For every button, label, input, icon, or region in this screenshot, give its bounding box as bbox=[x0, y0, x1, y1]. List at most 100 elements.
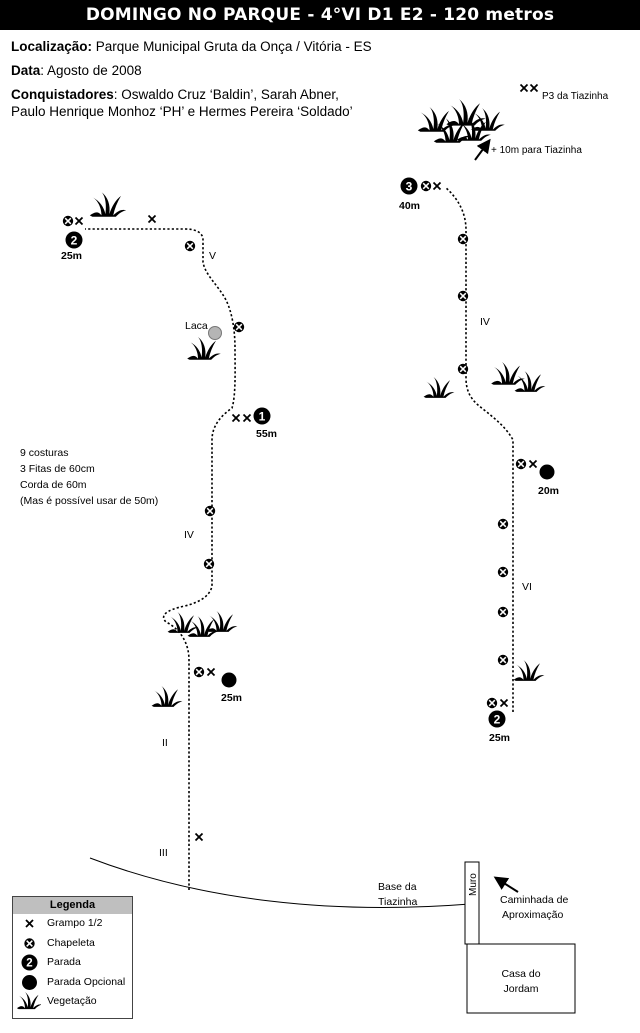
legend-item: Vegetação bbox=[13, 992, 132, 1012]
legend-item: Parada Opcional bbox=[13, 973, 132, 993]
svg-text:2: 2 bbox=[494, 713, 501, 727]
vegetation-group bbox=[89, 99, 546, 707]
bolt-x-icon bbox=[74, 216, 84, 226]
bolt-x-icon bbox=[147, 214, 157, 224]
location-line: Localização: Parque Municipal Gruta da O… bbox=[11, 38, 372, 56]
house-label: Casa do bbox=[501, 968, 540, 980]
chapeleta-icon bbox=[233, 321, 245, 333]
chapeleta-icon bbox=[457, 290, 469, 302]
page-title: DOMINGO NO PARQUE - 4°VI D1 E2 - 120 met… bbox=[0, 0, 640, 30]
approach-label: Caminhada de bbox=[500, 894, 568, 906]
legend-item: 2 Parada bbox=[13, 953, 132, 973]
authors-value: : Oswaldo Cruz ‘Baldin’, Sarah Abner, bbox=[113, 87, 339, 102]
grade-label: V bbox=[209, 250, 216, 262]
vegetation-icon bbox=[89, 192, 127, 217]
approach-arrow bbox=[493, 876, 519, 893]
belay-length: 55m bbox=[256, 428, 277, 440]
date-line: Data: Agosto de 2008 bbox=[11, 62, 142, 80]
chapeleta-icon bbox=[515, 458, 527, 470]
belay-length: 20m bbox=[538, 485, 559, 497]
belay-stop: 2 bbox=[65, 231, 83, 249]
base-label: Tiazinha bbox=[378, 896, 417, 908]
date-value: : Agosto de 2008 bbox=[40, 63, 142, 78]
bolt-x-icon bbox=[25, 919, 34, 928]
gear-note: 9 costuras 3 Fitas de 60cm Corda de 60m … bbox=[20, 445, 158, 509]
numbered-belay-icon: 2 bbox=[21, 954, 38, 971]
bolt-x-icon bbox=[499, 698, 509, 708]
vegetation-icon bbox=[513, 660, 545, 681]
gear-note-line: (Mas é possível usar de 50m) bbox=[20, 495, 159, 507]
grade-label: VI bbox=[522, 581, 532, 593]
chapeleta-icon bbox=[62, 215, 74, 227]
house-label: Jordam bbox=[503, 983, 538, 995]
vegetation-icon bbox=[423, 377, 455, 398]
chapeleta-icon bbox=[203, 558, 215, 570]
bolt-x-icon bbox=[528, 459, 538, 469]
authors-line: Conquistadores: Oswaldo Cruz ‘Baldin’, S… bbox=[11, 86, 339, 104]
optional-belay-icon bbox=[221, 672, 237, 688]
optional-belay-icon bbox=[22, 974, 37, 990]
gear-note-line: 3 Fitas de 60cm bbox=[20, 463, 95, 475]
chapeleta-icon bbox=[486, 697, 498, 709]
bolt-x-icon bbox=[242, 413, 252, 423]
chapeleta-icon bbox=[24, 937, 35, 949]
right-route-line bbox=[444, 186, 514, 712]
date-label: Data bbox=[11, 63, 41, 78]
vegetation-icon bbox=[446, 99, 486, 126]
base-label: Base da bbox=[378, 881, 417, 893]
bolt-x-icon bbox=[194, 832, 204, 842]
gear-note-line: Corda de 60m bbox=[20, 479, 87, 491]
svg-text:3: 3 bbox=[406, 180, 413, 194]
svg-text:2: 2 bbox=[26, 958, 32, 970]
belay-stop: 2 bbox=[488, 710, 506, 728]
vegetation-icon bbox=[167, 612, 199, 633]
authors-line-2: Paulo Henrique Monhoz ‘PH’ e Hermes Pere… bbox=[11, 104, 353, 119]
house-box bbox=[466, 943, 576, 1014]
location-value: Parque Municipal Gruta da Onça / Vitória… bbox=[92, 39, 372, 54]
vegetation-icon bbox=[417, 107, 455, 132]
left-route-line bbox=[85, 228, 236, 890]
chapeleta-icon bbox=[497, 518, 509, 530]
laca-label: Laca bbox=[185, 320, 208, 332]
grade-label: II bbox=[162, 737, 168, 749]
vegetation-icon bbox=[151, 686, 183, 707]
location-label: Localização: bbox=[11, 39, 93, 54]
ground-line bbox=[89, 857, 471, 908]
legend-item: Grampo 1/2 bbox=[13, 914, 132, 934]
optional-belay-icon bbox=[539, 464, 555, 480]
belay-stop: 3 bbox=[400, 177, 418, 195]
bolt-x-icon bbox=[206, 667, 216, 677]
direction-arrow bbox=[474, 138, 491, 161]
legend: Legenda Grampo 1/2 Chapeleta 2 Parada Pa… bbox=[12, 896, 133, 1019]
grade-label: III bbox=[159, 847, 168, 859]
bolt-x-icon bbox=[231, 413, 241, 423]
chapeleta-icon bbox=[184, 240, 196, 252]
grade-label: IV bbox=[480, 316, 490, 328]
muro-label: Muro bbox=[468, 873, 479, 896]
p3-label: P3 da Tiazinha bbox=[542, 91, 609, 102]
chapeleta-icon bbox=[457, 233, 469, 245]
gear-note-line: 9 costuras bbox=[20, 447, 69, 459]
svg-text:2: 2 bbox=[71, 234, 78, 248]
belay-length: 40m bbox=[399, 200, 420, 212]
chapeleta-icon bbox=[497, 606, 509, 618]
chapeleta-icon bbox=[497, 566, 509, 578]
vegetation-icon bbox=[514, 371, 546, 392]
svg-text:1: 1 bbox=[259, 410, 266, 424]
left-route-protections bbox=[62, 214, 252, 842]
legend-item: Chapeleta bbox=[13, 934, 132, 954]
chapeleta-icon bbox=[204, 505, 216, 517]
chapeleta-icon bbox=[420, 180, 432, 192]
vegetation-icon bbox=[187, 337, 221, 360]
laca-marker bbox=[208, 326, 222, 340]
chapeleta-icon bbox=[193, 666, 205, 678]
approach-label: Aproximação bbox=[502, 909, 563, 921]
chapeleta-icon bbox=[497, 654, 509, 666]
vegetation-icon bbox=[491, 362, 525, 385]
bolt-x-icon bbox=[432, 181, 442, 191]
belay-length: 25m bbox=[489, 732, 510, 744]
vegetation-icon bbox=[206, 611, 238, 632]
legend-title: Legenda bbox=[13, 897, 132, 914]
